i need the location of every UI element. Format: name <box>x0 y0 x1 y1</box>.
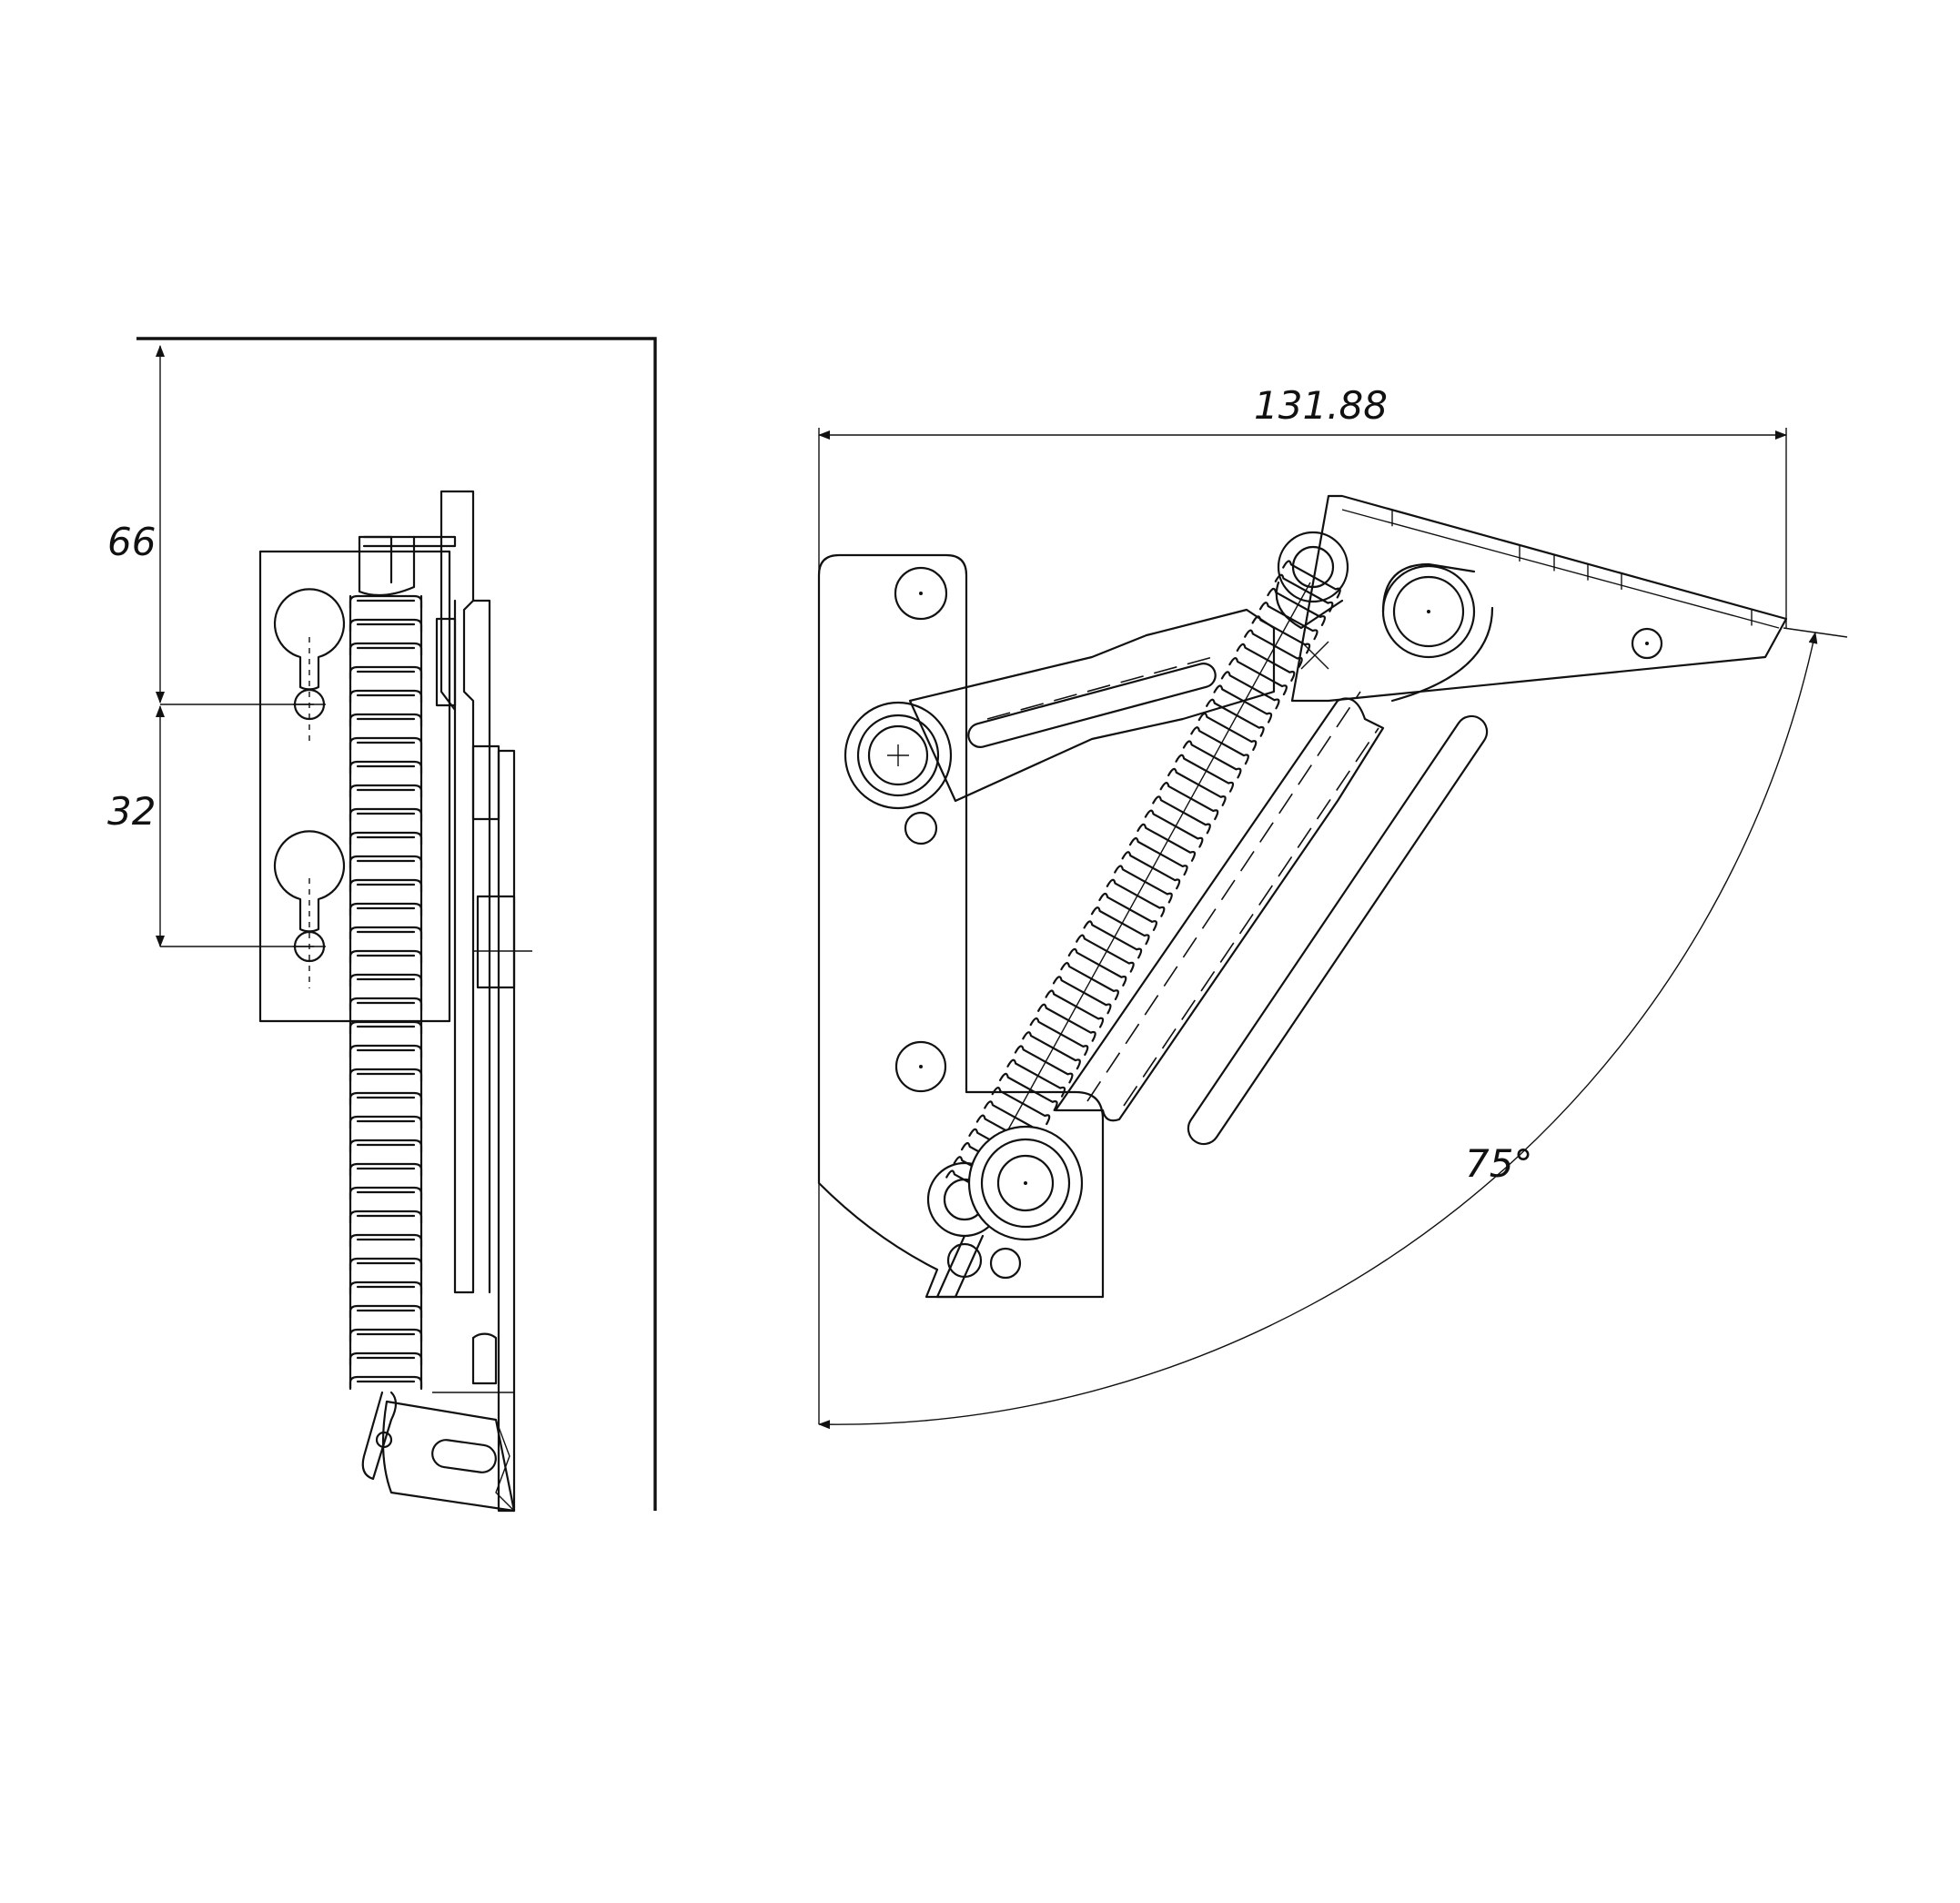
opening-angle-arc <box>818 632 1818 1430</box>
spring-axis-line <box>973 582 1311 1193</box>
spring-coil <box>349 1351 423 1367</box>
spring-coil <box>349 594 423 610</box>
spring-upper-hook <box>1275 531 1349 670</box>
spring-coil <box>349 902 423 917</box>
short-link-arm <box>908 608 1276 803</box>
spring-coil <box>349 1210 423 1225</box>
dimension-label-66: 66 <box>107 520 156 564</box>
spring-coil <box>349 878 423 894</box>
spring-coil <box>349 713 423 728</box>
side-view: 66 32 <box>107 337 657 1513</box>
angle-label: 75° <box>1465 1141 1532 1186</box>
spring-coil <box>349 1280 423 1296</box>
keyhole-slot-upper <box>273 588 346 746</box>
spring-coil <box>349 1304 423 1320</box>
pivot-bolt-left <box>844 701 953 810</box>
dimension-label-32: 32 <box>107 789 156 834</box>
bottom-bracket <box>381 1400 516 1513</box>
pivot-bolt-right <box>1381 562 1476 659</box>
keyhole-slot-lower <box>273 830 346 988</box>
spring-coil <box>349 736 423 752</box>
cabinet-outline <box>136 337 657 1511</box>
lift-arm-lower <box>497 749 516 1513</box>
spring-coil <box>349 1186 423 1201</box>
spring-coil <box>1282 560 1341 599</box>
spring-coil <box>349 807 423 823</box>
short-arm-slot <box>967 663 1217 748</box>
lift-arm-upper <box>439 490 475 1294</box>
spring-coil <box>349 1139 423 1154</box>
base-plate <box>817 553 1105 1299</box>
pivot-bolt-bottom <box>946 1125 1084 1280</box>
spring-coil <box>349 1233 423 1249</box>
spring-coil <box>349 926 423 941</box>
spring-coil <box>349 1115 423 1130</box>
spring-coil <box>349 784 423 799</box>
spring-coil <box>349 665 423 681</box>
screw-hole-top <box>894 566 948 621</box>
long-arm-slot <box>1187 714 1489 1146</box>
screw-hole-low <box>894 1040 947 1093</box>
spring-coil <box>349 1257 423 1272</box>
spring-bottom-hook <box>361 1391 398 1481</box>
spring-coil <box>349 618 423 633</box>
lid-bracket-ticks <box>1391 510 1753 626</box>
spring-coil <box>349 642 423 657</box>
dimension-label-width: 131.88 <box>1254 383 1388 428</box>
spring-coil <box>349 1020 423 1036</box>
lid-bracket <box>1290 494 1788 703</box>
spring-coil <box>349 689 423 704</box>
spring-coil <box>349 949 423 965</box>
spring-coil <box>349 760 423 775</box>
spring-coil <box>349 1044 423 1059</box>
lid-screw-hole <box>1631 627 1663 660</box>
spring-coil <box>349 1091 423 1107</box>
side-view-spring <box>349 594 423 1391</box>
front-view: 131.88 75° <box>817 383 1848 1430</box>
spring-coil <box>349 855 423 870</box>
spring-coil <box>349 1328 423 1343</box>
screw-hole-mid <box>904 811 938 845</box>
spring-coil <box>349 831 423 846</box>
spring-coil <box>349 973 423 988</box>
spring-coil <box>349 1068 423 1083</box>
spring-coil <box>349 1375 423 1391</box>
mounting-plate <box>258 550 451 1023</box>
spring-coil <box>349 1162 423 1178</box>
spring-coil <box>349 997 423 1012</box>
